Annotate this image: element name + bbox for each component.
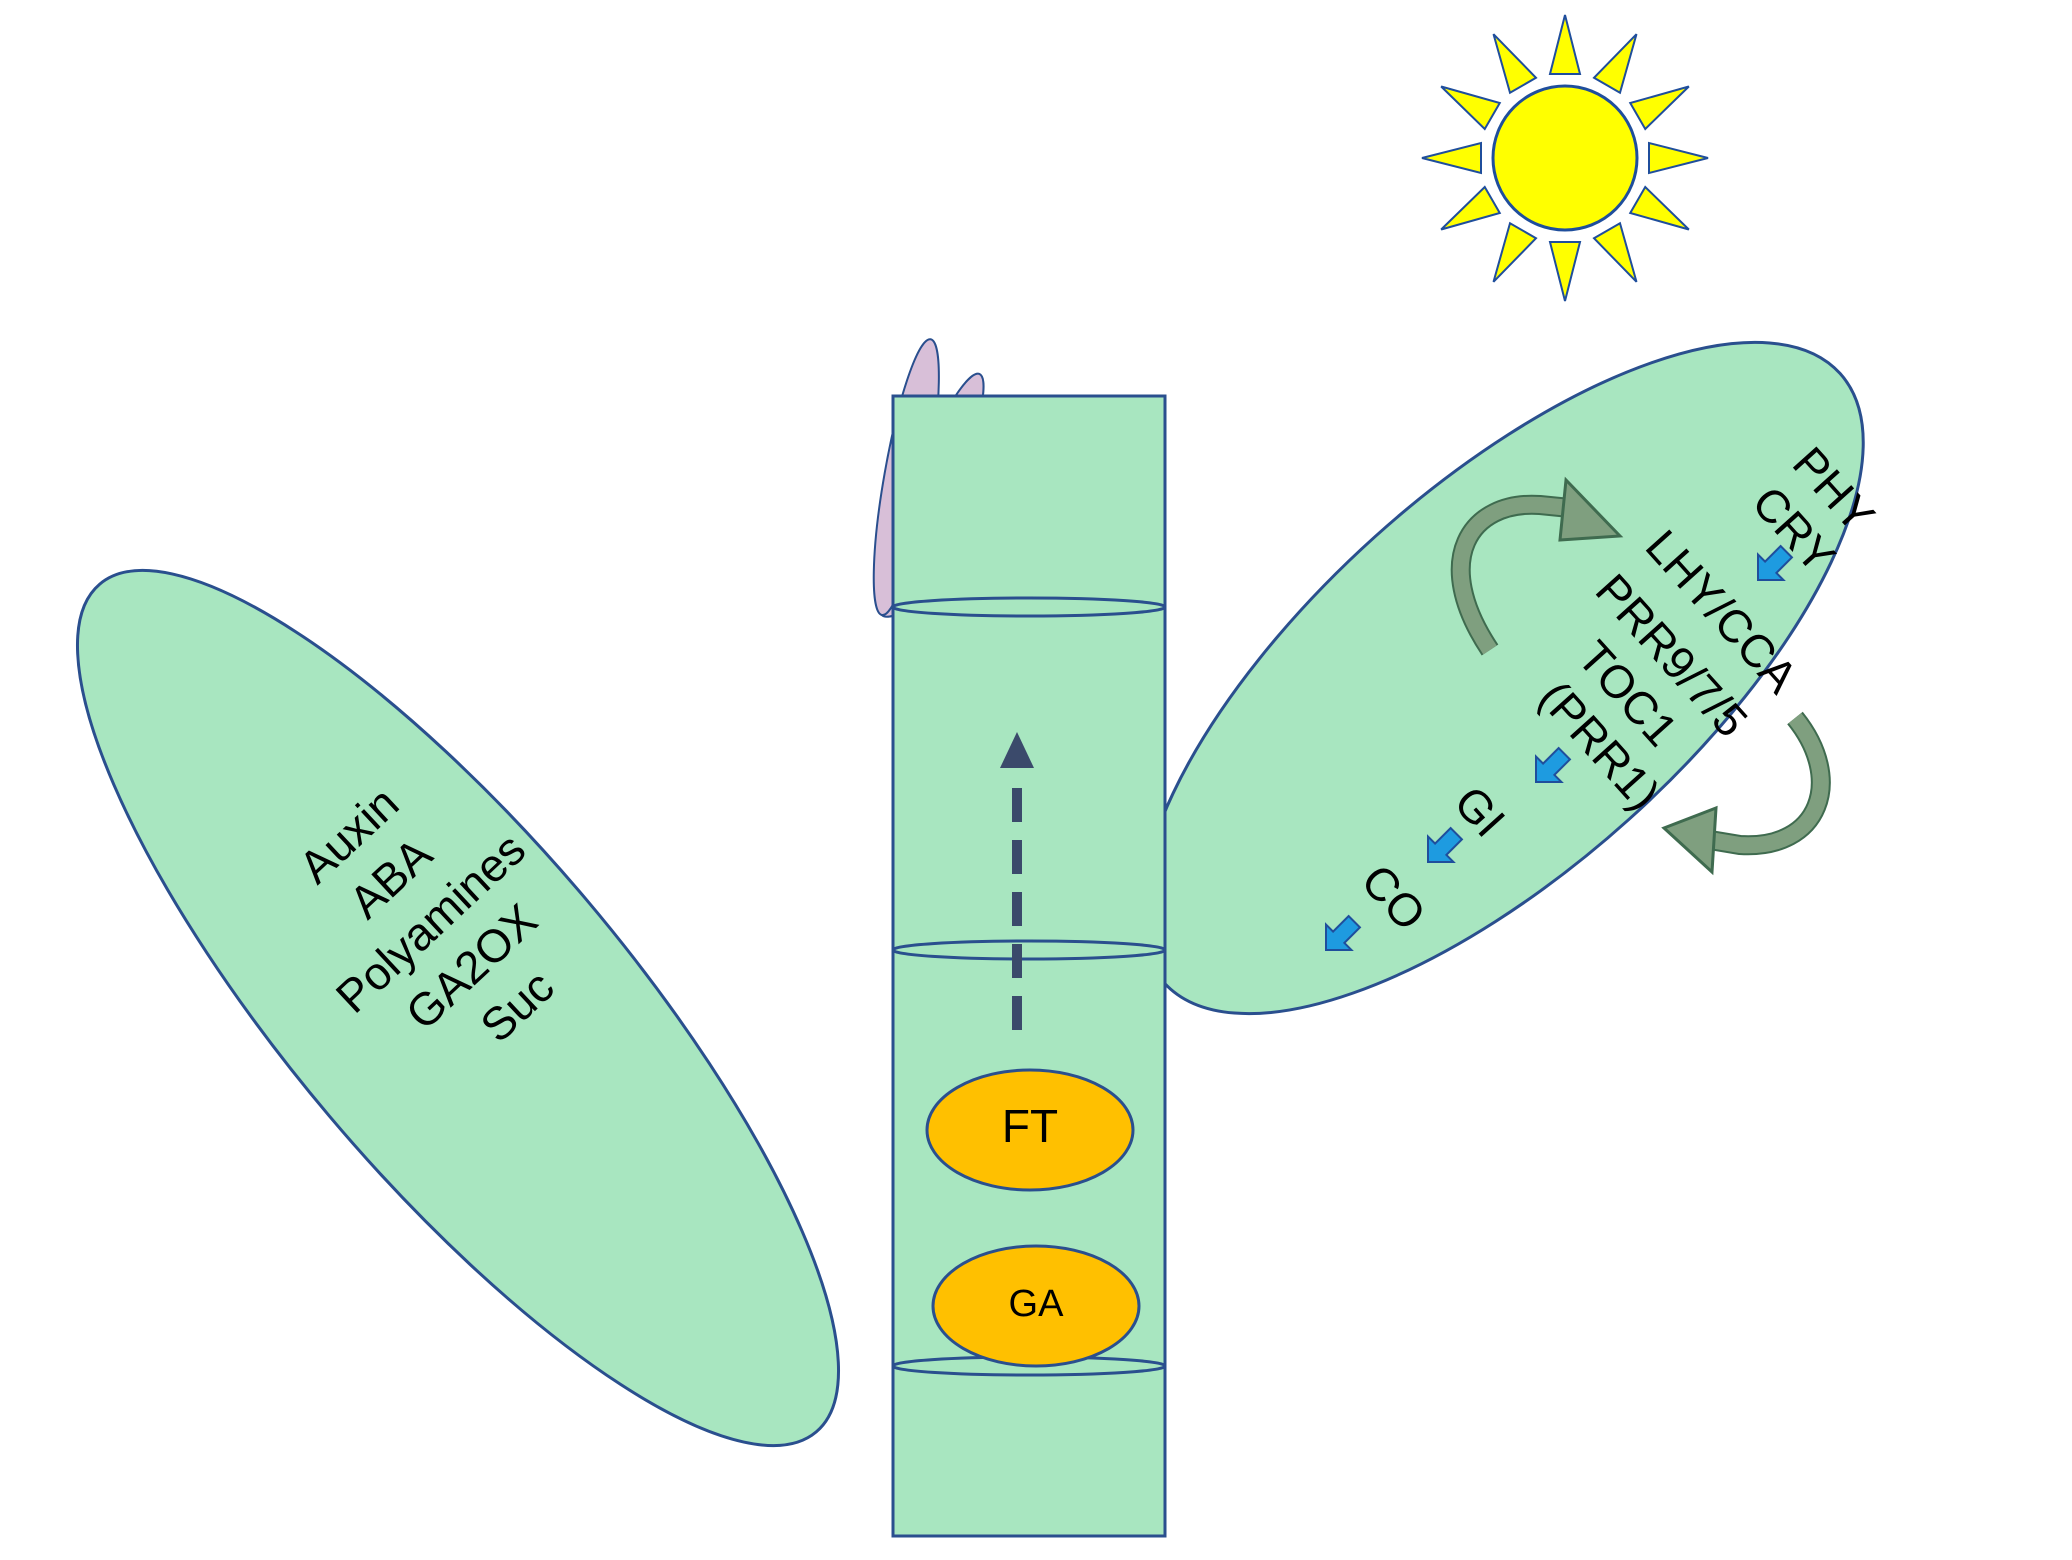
sun-ray — [1648, 141, 1709, 175]
arrow-down-left-icon — [1757, 544, 1794, 581]
sun-ray — [1421, 141, 1482, 175]
left-leaf — [75, 568, 841, 1448]
sun-ray — [1592, 221, 1638, 283]
dashed-arrow-up-icon — [1000, 732, 1034, 1030]
sun-ray — [1628, 85, 1690, 131]
stem-node — [891, 939, 1167, 961]
ft-ellipse: FT — [925, 1068, 1135, 1192]
sun-ray — [1440, 185, 1502, 231]
sun-disc — [1491, 84, 1639, 232]
arrow-down-left-icon — [1325, 914, 1362, 951]
sun-ray — [1628, 185, 1690, 231]
sun-ray — [1548, 241, 1582, 302]
arrow-down-left-icon — [1427, 826, 1464, 863]
stem-node — [891, 596, 1167, 618]
ga-label: GA — [1009, 1283, 1065, 1325]
sun-ray — [1548, 14, 1582, 75]
curved-arrow-icon — [1661, 711, 1831, 876]
ga-ellipse: GA — [931, 1244, 1141, 1368]
sun-icon — [1421, 14, 1709, 302]
curved-arrow-icon — [1450, 476, 1624, 656]
ft-label: FT — [1002, 1100, 1058, 1152]
sun-ray — [1592, 33, 1638, 95]
sun-ray — [1492, 221, 1538, 283]
sun-ray — [1440, 85, 1502, 131]
sun-ray — [1492, 33, 1538, 95]
arrow-down-left-icon — [1535, 746, 1572, 783]
right-leaf — [1139, 340, 1865, 1016]
